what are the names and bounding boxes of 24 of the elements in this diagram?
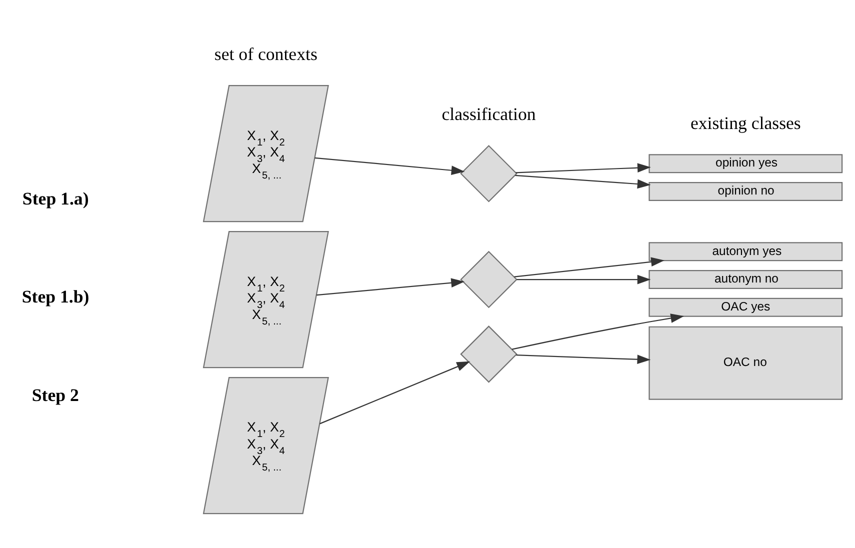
label: Step 1.b) [22,286,90,306]
node-box: OAC no [648,326,843,400]
label: set of contexts [214,43,318,64]
node-diamond [460,144,518,202]
arrow [320,360,470,424]
label: Step 1.a) [22,188,89,208]
node-box: OAC yes [648,297,843,316]
label: classification [442,103,536,124]
arrow [314,156,465,175]
arrow [516,354,651,364]
arrow [516,162,651,173]
arrow [512,313,684,350]
node-box: autonym no [648,270,843,288]
arrow [514,256,664,277]
node-diamond [460,250,518,308]
node-diamond [460,325,518,382]
node-box: opinion yes [648,154,843,173]
arrow [515,174,651,188]
arrow [316,278,465,296]
arrow [516,274,651,284]
label: existing classes [690,112,801,132]
node-box: opinion no [648,182,843,200]
label: Step 2 [32,384,79,404]
node-box: autonym yes [648,242,843,261]
